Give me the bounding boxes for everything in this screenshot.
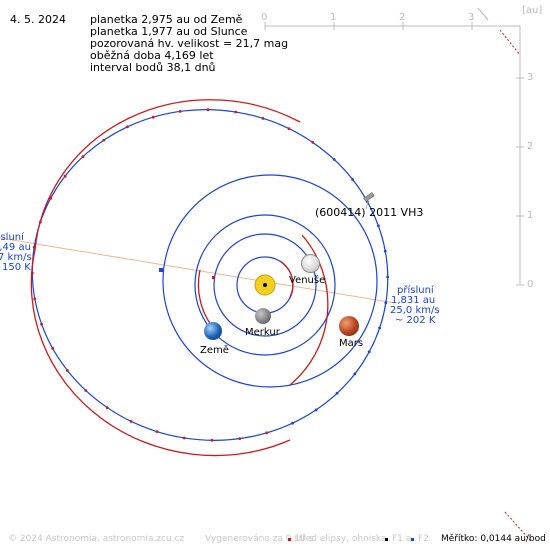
interval-point bbox=[32, 245, 36, 249]
mars-icon bbox=[339, 316, 359, 336]
legend-center-marker bbox=[288, 538, 291, 541]
axis-right-tick-0: 0 bbox=[527, 279, 534, 290]
earth-icon bbox=[204, 322, 222, 340]
venus-orbit bbox=[213, 233, 317, 337]
interval-point bbox=[378, 326, 381, 330]
interval-point bbox=[155, 430, 159, 433]
mars-label: Mars bbox=[339, 338, 364, 349]
interval-point bbox=[81, 155, 85, 159]
aphelion-temperature: 150 K bbox=[2, 262, 31, 273]
asteroid-orbit-red-arc bbox=[30, 99, 301, 457]
asteroid-orbit-blue-half bbox=[31, 109, 389, 441]
interval-point bbox=[287, 127, 291, 130]
interval-point bbox=[383, 249, 387, 253]
interval-point bbox=[84, 389, 88, 392]
interval-point bbox=[33, 297, 37, 301]
interval-point bbox=[332, 158, 336, 161]
interval-point bbox=[182, 436, 186, 440]
aphelion-marker bbox=[159, 268, 163, 272]
interval-point bbox=[386, 275, 390, 279]
perihelion-speed: 25,0 km/s bbox=[390, 305, 440, 316]
legend-f2-marker bbox=[411, 538, 414, 541]
copyright-text: © 2024 Astronomia, astronomia.zcu.cz bbox=[8, 534, 185, 544]
scale-axis bbox=[264, 7, 524, 286]
earth-orbit bbox=[194, 214, 336, 356]
axis-unit-label: [au] bbox=[522, 5, 543, 16]
interval-point bbox=[351, 178, 354, 181]
perihelion-temperature: ~ 202 K bbox=[395, 315, 436, 326]
asteroid-label: (600414) 2011 VH3 bbox=[315, 206, 424, 219]
legend-f1-label: F1 a bbox=[392, 534, 412, 544]
interval-point bbox=[291, 421, 294, 425]
blue-interval-points bbox=[291, 158, 390, 425]
axis-top-tick-1: 1 bbox=[330, 12, 337, 23]
interval-point bbox=[234, 110, 238, 114]
interval-point bbox=[210, 438, 214, 442]
interval-point bbox=[30, 271, 34, 275]
interval-point bbox=[105, 406, 109, 409]
aphelion-speed: 7 km/s bbox=[0, 252, 32, 263]
info-line-4: oběžná doba 4,169 let bbox=[90, 49, 214, 62]
interval-point bbox=[66, 369, 69, 372]
mercury-orbit-red-arc bbox=[279, 260, 294, 298]
footer: © 2024 Astronomia, astronomia.zcu.cz Vyg… bbox=[0, 532, 550, 546]
interval-point bbox=[353, 372, 357, 376]
aphelion-distance: 3,49 au bbox=[0, 242, 31, 253]
info-line-1: planetka 2,975 au od Země bbox=[90, 13, 243, 26]
interval-point bbox=[129, 420, 133, 423]
info-line-2: planetka 1,977 au od Slunce bbox=[90, 25, 248, 38]
earth-label: Země bbox=[200, 345, 229, 356]
interval-point bbox=[206, 108, 210, 112]
interval-point bbox=[367, 350, 371, 354]
axis-right-tick-2: 2 bbox=[527, 141, 534, 152]
asteroid-orbit-red-segments bbox=[30, 99, 329, 457]
interval-point bbox=[63, 174, 67, 178]
asteroid-interval-points bbox=[30, 108, 315, 442]
interval-point bbox=[261, 117, 265, 120]
legend-f1-marker bbox=[385, 538, 388, 541]
axis-right-tick-3: 3 bbox=[527, 72, 534, 83]
interval-point bbox=[377, 224, 380, 228]
venus-label: Venuše bbox=[289, 275, 326, 286]
interval-point bbox=[40, 322, 43, 326]
interval-point bbox=[102, 138, 106, 142]
interval-point bbox=[51, 346, 54, 350]
info-line-5: interval bodů 38,1 dnů bbox=[90, 61, 216, 74]
mercury-label: Merkur bbox=[245, 327, 280, 338]
orbit-center-marker bbox=[212, 276, 215, 279]
asteroid-pointer bbox=[365, 196, 370, 210]
interval-point bbox=[178, 110, 182, 113]
generation-time: Vygenerováno za 0,10 s bbox=[205, 534, 314, 544]
mercury-icon bbox=[255, 308, 271, 324]
scale-label: Měřítko: 0,0144 au/bod bbox=[441, 534, 546, 544]
legend-center-label: střed elipsy, ohniska bbox=[294, 534, 387, 544]
info-line-3: pozorovaná hv. velikost = 21,7 mag bbox=[90, 37, 289, 50]
apsis-line bbox=[0, 237, 396, 304]
mars-orbit-red-arc bbox=[289, 234, 329, 386]
interval-point bbox=[238, 437, 242, 440]
aphelion-title: odsluní bbox=[0, 232, 24, 243]
legend-f2-label: F2 bbox=[418, 534, 429, 544]
perihelion-distance: 1,831 au bbox=[391, 295, 436, 306]
interval-point bbox=[311, 141, 315, 144]
interval-point bbox=[126, 125, 129, 129]
axis-top-tick-2: 2 bbox=[399, 12, 406, 23]
interval-point bbox=[335, 391, 339, 395]
interval-point bbox=[49, 196, 53, 200]
planet-orbits bbox=[31, 109, 389, 441]
perihelion-title: přísluní bbox=[397, 285, 434, 296]
axis-right-tick-1: 1 bbox=[527, 210, 534, 221]
interval-point bbox=[314, 408, 318, 412]
date-label: 4. 5. 2024 bbox=[10, 13, 66, 26]
axis-top-tick-0: 0 bbox=[261, 12, 268, 23]
interval-point bbox=[265, 431, 269, 435]
venus-icon bbox=[301, 254, 320, 273]
axis-top-tick-3: 3 bbox=[468, 12, 475, 23]
scale-corner-marks bbox=[499, 29, 531, 541]
mars-orbit bbox=[162, 174, 378, 388]
interval-point bbox=[151, 115, 155, 119]
interval-point bbox=[384, 301, 388, 305]
interval-point bbox=[39, 220, 42, 224]
